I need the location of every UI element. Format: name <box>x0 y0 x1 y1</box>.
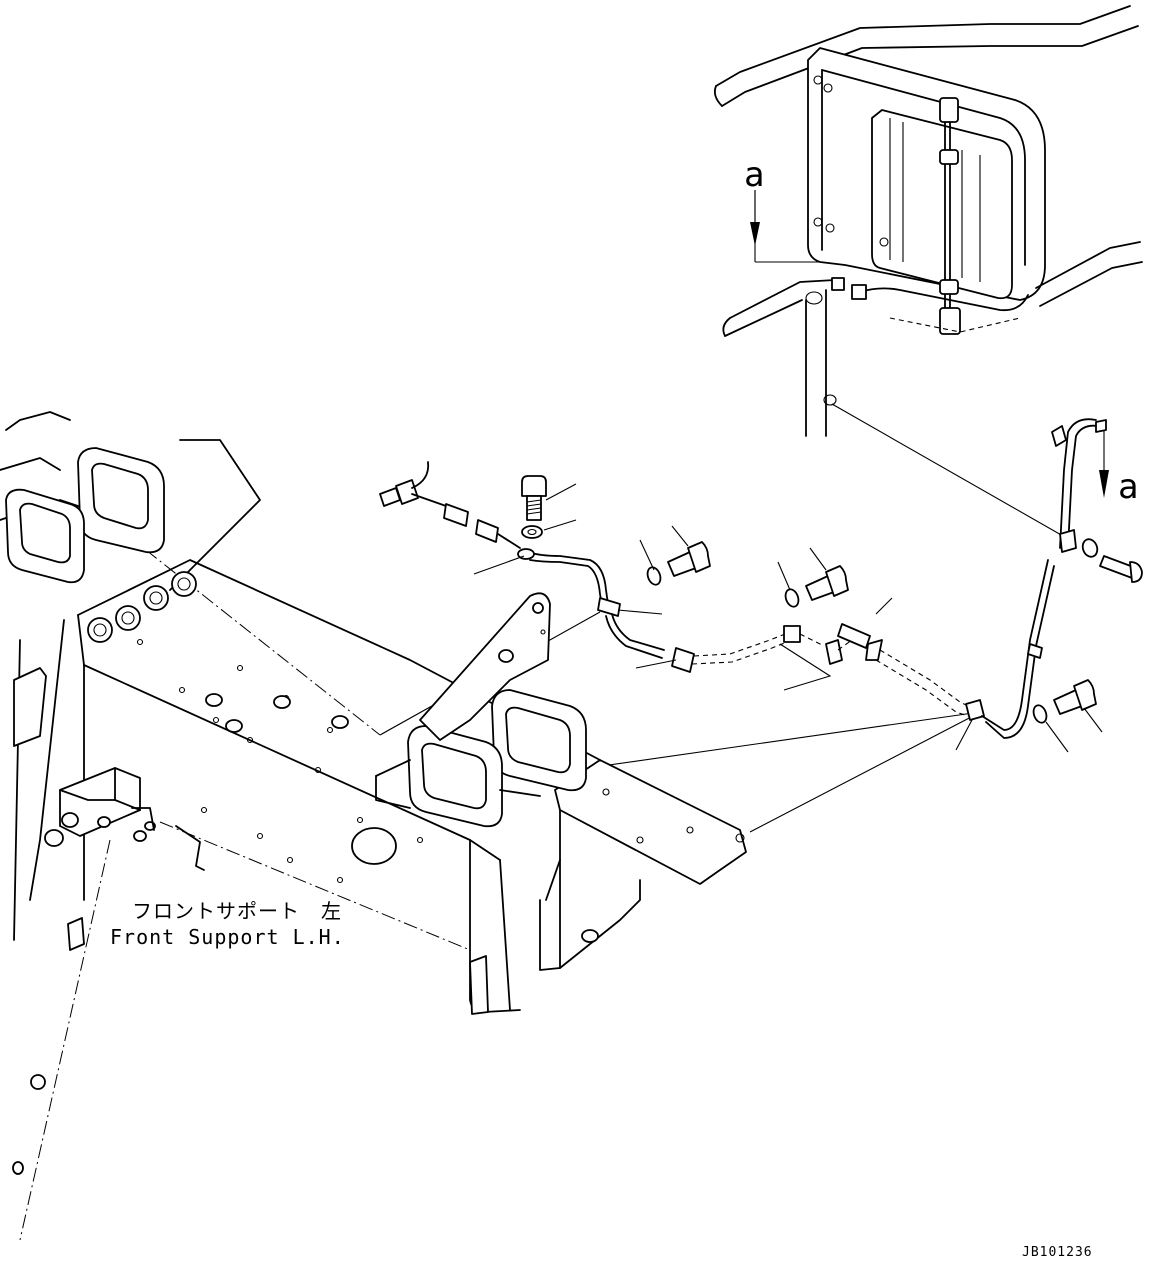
bolt-icon <box>805 565 849 601</box>
connector-icon <box>379 461 521 549</box>
washer-icon <box>784 588 800 608</box>
bolt-icon <box>1053 679 1097 715</box>
front-frame <box>0 411 747 1175</box>
callout-leaders <box>473 483 1103 753</box>
view-mark-top: a <box>744 155 764 195</box>
projection-lines <box>19 403 1071 1241</box>
part-label-en: Front Support L.H. <box>110 925 345 949</box>
washer-icon <box>1032 704 1048 724</box>
harness <box>379 418 1107 739</box>
detail-a-panel <box>713 5 1143 437</box>
washer-icon <box>521 525 543 539</box>
drawing-code: JB101236 <box>1022 1245 1093 1260</box>
washer-icon <box>646 566 662 586</box>
bolt-icon <box>521 475 547 521</box>
part-label-jp: フロントサポート 左 <box>132 899 342 923</box>
view-arrow-icon: a <box>744 155 764 246</box>
washer-icon <box>1081 538 1099 558</box>
bolt-icon <box>667 541 711 577</box>
view-mark-right: a <box>1118 467 1138 507</box>
view-arrow-icon: a <box>1099 430 1138 507</box>
bolt-icon <box>1099 555 1143 583</box>
